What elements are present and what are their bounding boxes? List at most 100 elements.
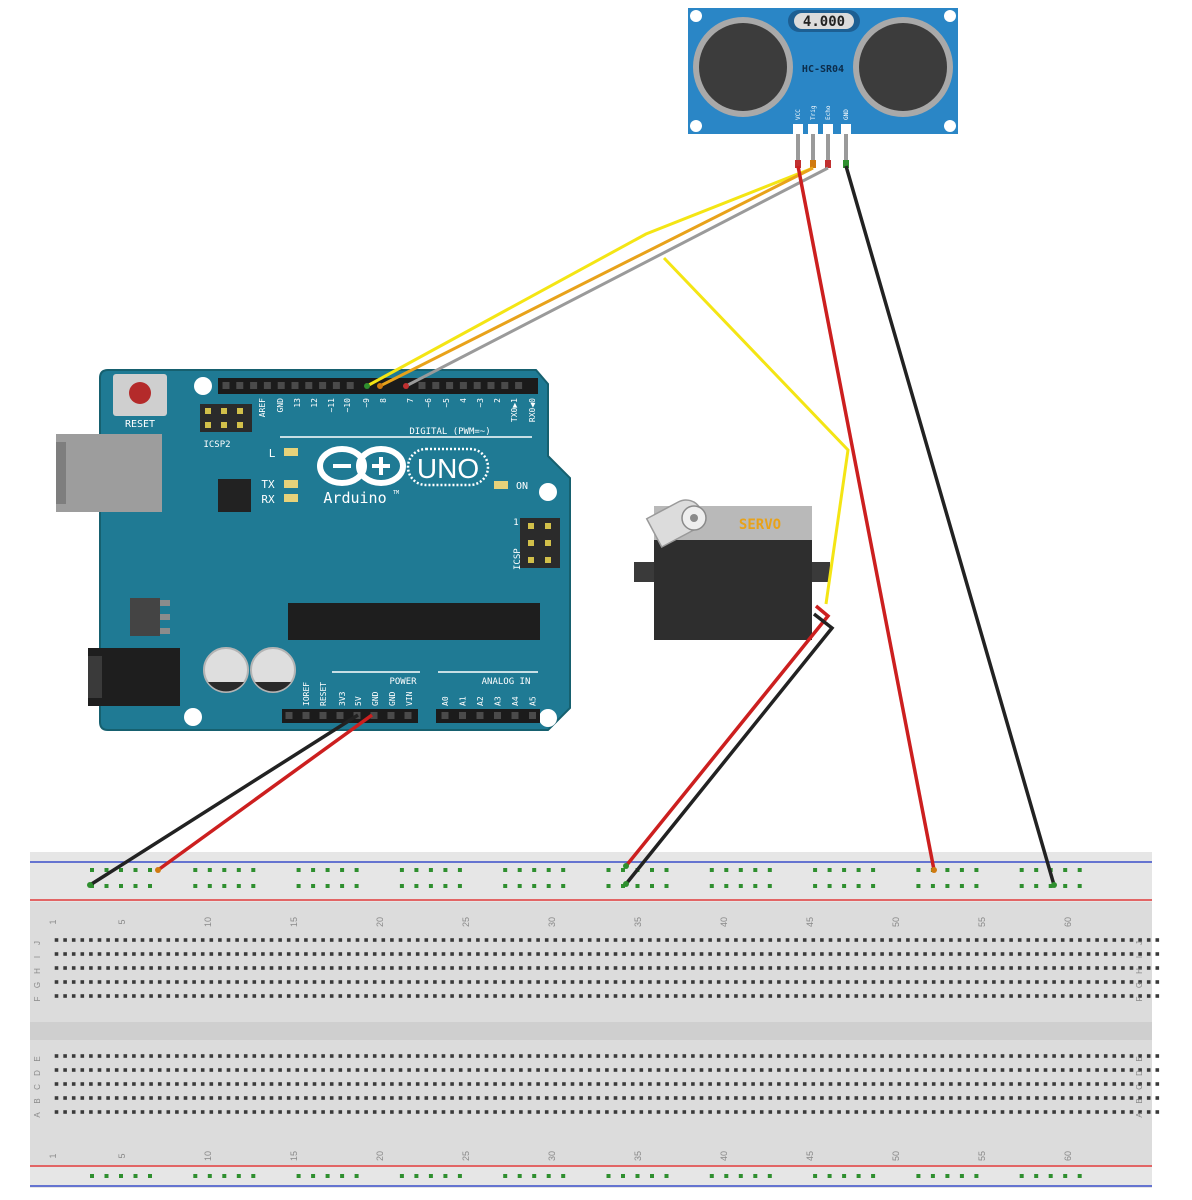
- breadboard-hole: [510, 938, 515, 942]
- breadboard-hole: [467, 966, 472, 970]
- breadboard-hole: [1086, 994, 1091, 998]
- breadboard-hole: [433, 1068, 437, 1072]
- breadboard-hole: [931, 1054, 936, 1058]
- breadboard-hole: [355, 966, 360, 970]
- wire-echo-gray[interactable]: [405, 166, 829, 388]
- breadboard-hole: [587, 994, 592, 998]
- breadboard-hole: [1035, 994, 1039, 998]
- breadboard-hole: [510, 994, 515, 998]
- rail-hole: [414, 868, 419, 872]
- breadboard-hole: [957, 938, 962, 942]
- breadboard-holes: [54, 938, 1160, 1114]
- breadboard-hole: [286, 1096, 291, 1100]
- breadboard-hole: [897, 938, 902, 942]
- wire-sensor-vcc[interactable]: [796, 165, 936, 871]
- breadboard-hole: [871, 1096, 876, 1100]
- breadboard-hole: [364, 1054, 368, 1058]
- rail-hole: [546, 1174, 551, 1178]
- breadboard-hole: [794, 1068, 798, 1072]
- breadboard-hole: [888, 1110, 893, 1114]
- breadboard-hole: [983, 1096, 988, 1100]
- breadboard-hole: [1052, 952, 1056, 956]
- column-number: 1: [48, 1153, 58, 1158]
- breadboard-hole: [759, 1110, 764, 1114]
- breadboard-hole: [106, 1082, 110, 1086]
- column-number: 30: [547, 917, 557, 927]
- breadboard-hole: [80, 980, 85, 984]
- breadboard-hole: [458, 1082, 463, 1086]
- rail-hole: [340, 868, 345, 872]
- wire-trig-orange[interactable]: [379, 166, 814, 388]
- rail-hole: [842, 884, 847, 888]
- breadboard-hole: [1138, 1068, 1142, 1072]
- breadboard-hole: [364, 1068, 368, 1072]
- breadboard-hole: [1078, 952, 1082, 956]
- breadboard-hole: [992, 1082, 996, 1086]
- rail-hole: [724, 1174, 729, 1178]
- breadboard-hole: [734, 1054, 738, 1058]
- wire-servo-signal[interactable]: [662, 256, 850, 605]
- breadboard-hole: [622, 1110, 626, 1114]
- breadboard-hole: [751, 1096, 755, 1100]
- wire-servo-ground[interactable]: [624, 612, 835, 886]
- breadboard-hole: [553, 938, 558, 942]
- breadboard-hole: [243, 994, 248, 998]
- rail-hole: [842, 868, 847, 872]
- digital-pin-label: ~5: [442, 398, 451, 408]
- breadboard-hole: [372, 1096, 377, 1100]
- breadboard-hole: [613, 1054, 618, 1058]
- breadboard-hole: [390, 1110, 394, 1114]
- breadboard-hole: [140, 1096, 145, 1100]
- wire-sensor-gnd[interactable]: [844, 165, 1056, 886]
- rail-hole: [193, 1174, 198, 1178]
- breadboard-hole: [837, 952, 841, 956]
- rail-hole: [133, 868, 138, 872]
- breadboard-hole: [837, 994, 841, 998]
- breadboard-hole: [1086, 1096, 1091, 1100]
- breadboard-hole: [871, 994, 876, 998]
- breadboard-hole: [295, 1054, 300, 1058]
- breadboard-hole: [450, 1054, 454, 1058]
- wire-arduino-gnd[interactable]: [89, 713, 359, 887]
- breadboard-hole: [914, 1068, 919, 1072]
- wire-arduino-5v[interactable]: [156, 713, 374, 872]
- breadboard-hole: [106, 1054, 110, 1058]
- breadboard-hole: [630, 994, 635, 998]
- rail-hole: [325, 868, 330, 872]
- reset-button[interactable]: [129, 382, 151, 404]
- breadboard-hole: [286, 966, 291, 970]
- breadboard-hole: [1138, 1082, 1142, 1086]
- breadboard-hole: [716, 994, 721, 998]
- breadboard-hole: [355, 1096, 360, 1100]
- breadboard-hole: [338, 1082, 343, 1086]
- breadboard-hole: [200, 994, 205, 998]
- breadboard-hole: [871, 1110, 876, 1114]
- breadboard-hole: [863, 966, 867, 970]
- breadboard-hole: [966, 980, 970, 984]
- uno-badge: [406, 447, 490, 487]
- breadboard-hole: [123, 1096, 128, 1100]
- breadboard-hole: [1035, 980, 1039, 984]
- breadboard-hole: [742, 1110, 747, 1114]
- breadboard-hole: [587, 1068, 592, 1072]
- breadboard-hole: [536, 1082, 540, 1086]
- wire-trig-yellow[interactable]: [366, 166, 814, 388]
- wire-servo-power[interactable]: [624, 604, 831, 868]
- breadboard-hole: [364, 980, 368, 984]
- rail-hole: [738, 1174, 743, 1178]
- breadboard-hole: [794, 994, 798, 998]
- breadboard-hole: [235, 1082, 239, 1086]
- breadboard-hole: [983, 952, 988, 956]
- breadboard-hole: [820, 1082, 824, 1086]
- servo-motor[interactable]: SERVO: [634, 494, 830, 640]
- breadboard-hole: [157, 1110, 162, 1114]
- breadboard-hole: [1078, 1054, 1082, 1058]
- rail-hole: [193, 884, 198, 888]
- breadboard-hole: [347, 1110, 351, 1114]
- breadboard-hole: [321, 1082, 325, 1086]
- breadboard-hole: [200, 938, 205, 942]
- breadboard-hole: [63, 1110, 67, 1114]
- breadboard-hole: [192, 1054, 196, 1058]
